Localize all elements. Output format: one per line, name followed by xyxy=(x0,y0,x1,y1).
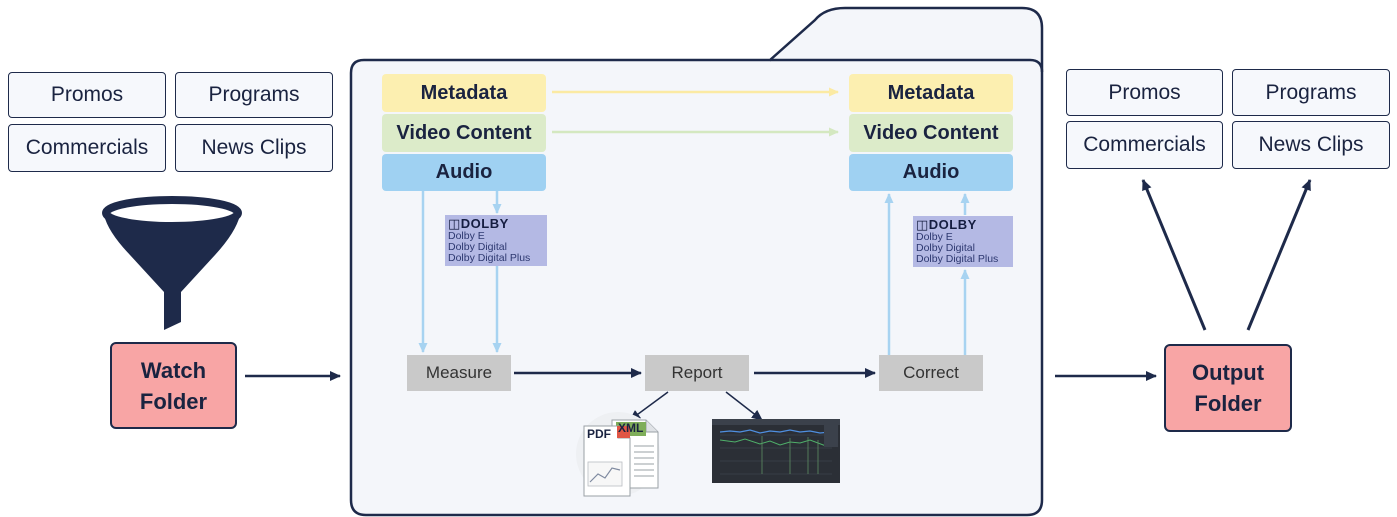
input-category-commercials: Commercials xyxy=(8,124,166,172)
input-category-programs: Programs xyxy=(175,72,333,118)
funnel-icon xyxy=(102,196,242,330)
report-documents-icon xyxy=(576,412,660,497)
lane-out-metadata: Metadata xyxy=(849,74,1013,112)
lane-in-video-content: Video Content xyxy=(382,114,546,152)
watch-folder: Watch Folder xyxy=(110,342,237,429)
pdf-label: PDF xyxy=(587,427,611,441)
output-folder-line1: Output xyxy=(1191,360,1265,385)
dolby-logo-icon: ◫ xyxy=(916,217,929,232)
dolby-logo-icon: ◫ xyxy=(448,216,461,231)
container-tab-edge xyxy=(770,58,1044,73)
dolby-format: Dolby E xyxy=(448,230,485,242)
lane-in-metadata: Metadata xyxy=(382,74,546,112)
dolby-format: Dolby E xyxy=(916,231,953,243)
xml-label: XML xyxy=(618,421,644,435)
output-folder-line2: Folder xyxy=(1194,391,1262,416)
lane-in-audio: Audio xyxy=(382,154,546,191)
output-category-promos: Promos xyxy=(1066,69,1223,116)
watch-folder-line2: Folder xyxy=(139,388,208,414)
dolby-decode-box: ◫DOLBY Dolby E Dolby Digital Dolby Digit… xyxy=(445,215,547,266)
dolby-format: Dolby Digital xyxy=(916,242,975,254)
input-category-news-clips: News Clips xyxy=(175,124,333,172)
dolby-brand: DOLBY xyxy=(460,216,509,231)
dolby-format: Dolby Digital Plus xyxy=(916,253,999,265)
output-category-commercials: Commercials xyxy=(1066,121,1223,169)
dolby-encode-box: ◫DOLBY Dolby E Dolby Digital Dolby Digit… xyxy=(913,216,1013,267)
arrow-output-to-newsclips xyxy=(1246,179,1312,331)
lane-out-audio: Audio xyxy=(849,154,1013,191)
arrow-report-to-graph xyxy=(725,391,763,421)
watch-folder-line1: Watch xyxy=(140,357,207,383)
dolby-format: Dolby Digital xyxy=(448,241,507,253)
dolby-format: Dolby Digital Plus xyxy=(448,252,531,264)
lane-out-video-content: Video Content xyxy=(849,114,1013,152)
arrow-output-to-commercials xyxy=(1141,179,1207,331)
step-report: Report xyxy=(645,355,749,391)
step-correct: Correct xyxy=(879,355,983,391)
output-category-news-clips: News Clips xyxy=(1232,121,1390,169)
output-folder: Output Folder xyxy=(1164,344,1292,432)
loudness-graph-icon xyxy=(712,419,840,483)
input-category-promos: Promos xyxy=(8,72,166,118)
output-category-programs: Programs xyxy=(1232,69,1390,116)
dolby-brand: DOLBY xyxy=(928,217,977,232)
step-measure: Measure xyxy=(407,355,511,391)
arrow-report-to-docs xyxy=(629,391,669,421)
